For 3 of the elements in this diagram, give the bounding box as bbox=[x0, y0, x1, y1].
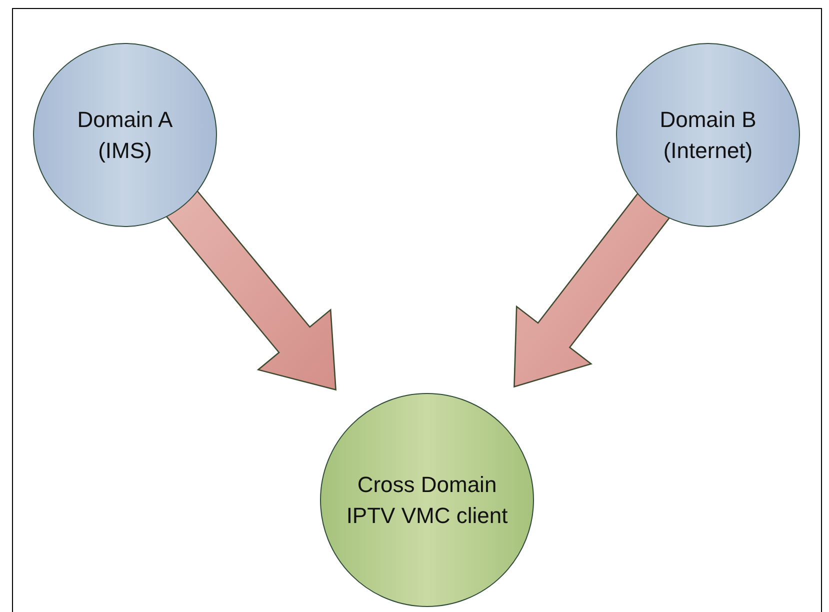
node-label: Domain B (Internet) bbox=[658, 106, 758, 165]
node-label: Domain A (IMS) bbox=[76, 106, 174, 165]
node-label: Cross Domain IPTV VMC client bbox=[345, 471, 509, 530]
